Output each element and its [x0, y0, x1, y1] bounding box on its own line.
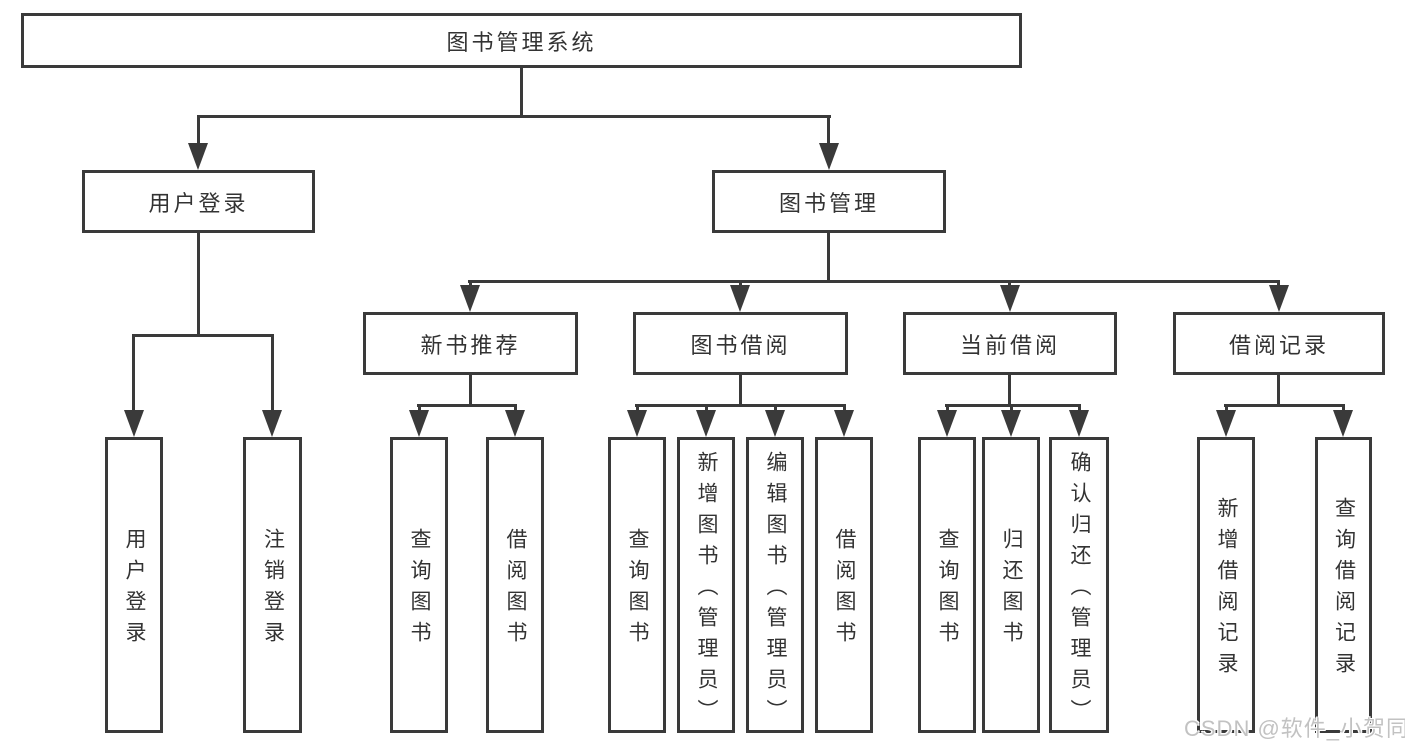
leaf-user-login-label: 用户登录 — [123, 528, 146, 652]
arrowhead-borrow-book-2 — [834, 410, 854, 437]
connector-stub-edit-book — [774, 404, 777, 414]
connector-stub-query-book-3 — [946, 404, 949, 414]
node-borrow-records-label: 借阅记录 — [1228, 332, 1329, 358]
leaf-edit-book-admin: 编辑图书（管理员） — [746, 437, 804, 733]
connector-book-borrow-stem — [739, 375, 742, 406]
node-borrow-records: 借阅记录 — [1173, 312, 1385, 375]
connector-root-stem — [520, 68, 523, 117]
connector-stub-add-record — [1225, 404, 1228, 414]
arrowhead-query-book-1 — [409, 410, 429, 437]
connector-current-borrow-stem — [1008, 375, 1011, 406]
leaf-query-book-recommend-label: 查询图书 — [408, 528, 431, 652]
connector-drop-user-login — [197, 115, 200, 147]
leaf-query-book-current: 查询图书 — [918, 437, 976, 733]
connector-drop-leaf-user-login — [132, 334, 135, 412]
arrowhead-add-book — [696, 410, 716, 437]
leaf-confirm-return-admin-label: 确认归还（管理员） — [1068, 450, 1091, 730]
arrowhead-current-borrow — [1000, 285, 1020, 312]
arrowhead-return-book — [1001, 410, 1021, 437]
leaf-query-book-current-label: 查询图书 — [936, 528, 959, 652]
node-current-borrow: 当前借阅 — [903, 312, 1117, 375]
leaf-add-book-admin-label: 新增图书（管理员） — [695, 450, 718, 730]
leaf-query-book-borrow: 查询图书 — [608, 437, 666, 733]
connector-borrow-leaf-branch — [635, 404, 845, 407]
arrowhead-edit-book — [765, 410, 785, 437]
leaf-edit-book-admin-label: 编辑图书（管理员） — [764, 450, 787, 730]
node-root-label: 图书管理系统 — [446, 29, 597, 55]
connector-level1-branch — [197, 115, 831, 118]
connector-drop-current-borrow — [1008, 280, 1011, 288]
connector-records-leaf-branch — [1224, 404, 1345, 407]
connector-level3-branch — [468, 280, 1280, 283]
arrowhead-borrow-records — [1269, 285, 1289, 312]
leaf-query-borrow-record-label: 查询借阅记录 — [1332, 497, 1356, 683]
connector-stub-borrow-book-2 — [843, 404, 846, 414]
connector-drop-borrow-records — [1277, 280, 1280, 288]
arrowhead-leaf-logout — [262, 410, 282, 437]
connector-drop-book-borrow — [739, 280, 742, 288]
connector-stub-query-book-1 — [418, 404, 421, 414]
leaf-add-borrow-record-label: 新增借阅记录 — [1215, 497, 1238, 683]
arrowhead-user-login — [188, 143, 208, 170]
connector-stub-add-book — [705, 404, 708, 414]
node-current-borrow-label: 当前借阅 — [959, 332, 1060, 358]
leaf-confirm-return-admin: 确认归还（管理员） — [1049, 437, 1109, 733]
connector-stub-query-record — [1342, 404, 1345, 414]
node-new-book-recommend-label: 新书推荐 — [420, 332, 521, 358]
connector-user-login-branch — [132, 334, 274, 337]
leaf-borrow-book-label: 借阅图书 — [833, 528, 856, 652]
connector-recommend-leaf-branch — [417, 404, 517, 407]
connector-drop-leaf-logout — [271, 334, 274, 412]
node-book-management-label: 图书管理 — [778, 190, 879, 216]
connector-borrow-records-stem — [1277, 375, 1280, 406]
node-root: 图书管理系统 — [21, 13, 1022, 68]
connector-stub-return-book — [1010, 404, 1013, 414]
arrowhead-leaf-user-login — [124, 410, 144, 437]
leaf-return-book-label: 归还图书 — [1000, 528, 1023, 652]
leaf-return-book: 归还图书 — [982, 437, 1040, 733]
connector-stub-confirm-return — [1078, 404, 1081, 414]
arrowhead-query-book-3 — [937, 410, 957, 437]
arrowhead-book-management — [819, 143, 839, 170]
leaf-borrow-book-recommend-label: 借阅图书 — [504, 528, 527, 652]
connector-stub-query-book-2 — [636, 404, 639, 414]
leaf-user-login: 用户登录 — [105, 437, 163, 733]
node-user-login-label: 用户登录 — [148, 190, 249, 216]
arrowhead-book-borrow — [730, 285, 750, 312]
watermark-text: CSDN @软件_小贺同学 — [1184, 716, 1405, 741]
node-new-book-recommend: 新书推荐 — [363, 312, 578, 375]
leaf-borrow-book-recommend: 借阅图书 — [486, 437, 544, 733]
arrowhead-confirm-return — [1069, 410, 1089, 437]
connector-user-login-stem — [197, 233, 200, 336]
connector-drop-new-book-recommend — [469, 280, 472, 288]
connector-stub-borrow-book-1 — [514, 404, 517, 414]
arrowhead-new-book-recommend — [460, 285, 480, 312]
node-user-login: 用户登录 — [82, 170, 315, 233]
leaf-query-book-recommend: 查询图书 — [390, 437, 448, 733]
leaf-logout: 注销登录 — [243, 437, 302, 733]
leaf-logout-label: 注销登录 — [261, 528, 285, 652]
node-book-management: 图书管理 — [712, 170, 946, 233]
connector-drop-book-management — [827, 115, 830, 147]
arrowhead-borrow-book-1 — [505, 410, 525, 437]
leaf-add-book-admin: 新增图书（管理员） — [677, 437, 735, 733]
arrowhead-query-record — [1333, 410, 1353, 437]
node-book-borrow: 图书借阅 — [633, 312, 848, 375]
leaf-query-book-borrow-label: 查询图书 — [626, 528, 649, 652]
arrowhead-query-book-2 — [627, 410, 647, 437]
connector-new-book-recommend-stem — [469, 375, 472, 406]
connector-book-management-stem — [827, 233, 830, 282]
node-book-borrow-label: 图书借阅 — [690, 332, 791, 358]
leaf-add-borrow-record: 新增借阅记录 — [1197, 437, 1255, 733]
arrowhead-add-record — [1216, 410, 1236, 437]
leaf-borrow-book: 借阅图书 — [815, 437, 873, 733]
leaf-query-borrow-record: 查询借阅记录 — [1315, 437, 1372, 733]
